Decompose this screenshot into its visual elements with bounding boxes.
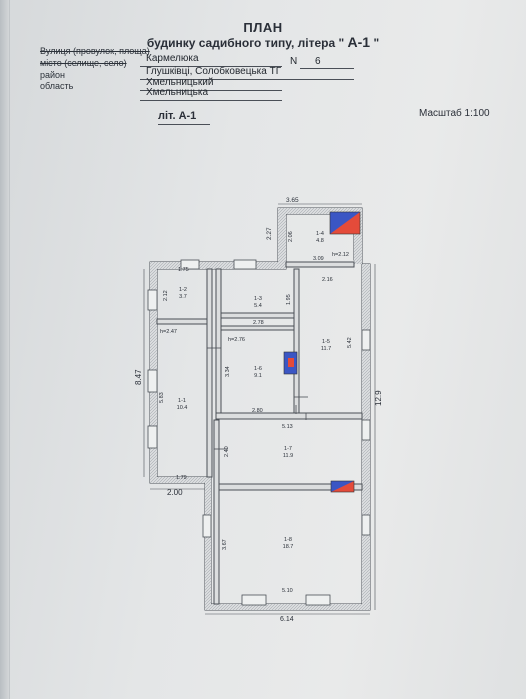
litera-label: літ. А-1 (158, 110, 197, 122)
number-value: 6 (315, 56, 321, 67)
interior-walls (156, 261, 363, 605)
room-1-8-id: 1-8 (284, 537, 292, 543)
heating-units (283, 211, 361, 493)
number-label: N (290, 56, 298, 67)
room-1-3-id: 1-3 (254, 296, 262, 302)
dim-5-83: 5.83 (159, 392, 165, 403)
dim-12-9: 12.9 (374, 390, 383, 406)
street-value: Кармелюка (146, 53, 199, 64)
room-1-6-area: 9.1 (254, 373, 262, 379)
city-value: Глушківці, Солобковецька ТГ (146, 66, 282, 77)
room-1-2-area: 3.7 (179, 294, 187, 300)
dim-3-09: 3.09 (313, 256, 324, 262)
binding-edge (0, 0, 10, 699)
dim-2-27: 2.27 (266, 227, 273, 240)
dimension-lines (143, 203, 376, 615)
dim-h-2-12: h=2.12 (332, 252, 349, 258)
dim-8-47: 8.47 (134, 369, 143, 385)
dim-3-67: 3.67 (222, 539, 228, 550)
dim-2-78: 2.78 (253, 320, 264, 326)
room-1-4-area: 4.8 (316, 238, 324, 244)
region-underline (140, 100, 282, 101)
district-underline (140, 90, 282, 91)
dim-3-65: 3.65 (286, 197, 299, 204)
dim-1-79: 1.79 (176, 475, 187, 481)
dim-6-14: 6.14 (280, 616, 294, 623)
dim-2-80: 2.80 (252, 408, 263, 414)
stove-room-1-6 (283, 351, 298, 375)
room-1-5-area: 11.7 (321, 346, 331, 352)
room-1-8-area: 18.7 (283, 544, 294, 550)
dim-3-34: 3.34 (225, 366, 231, 377)
subtitle-suffix: " (373, 36, 380, 50)
dim-h-2-47: h=2.47 (160, 329, 177, 335)
region-label: область (40, 81, 74, 91)
room-1-5-id: 1-5 (322, 339, 330, 345)
room-1-1-id: 1-1 (178, 398, 186, 404)
document-title: ПЛАН (243, 20, 283, 35)
room-1-7-area: 11.9 (283, 453, 293, 459)
city-underline (140, 79, 354, 80)
district-label: район (40, 70, 66, 80)
subtitle-letter: А-1 (347, 34, 371, 50)
dim-h-2-76: h=2.76 (228, 337, 245, 343)
dim-5-13: 5.13 (282, 424, 293, 430)
room-1-3-area: 5.4 (254, 303, 262, 309)
number-underline (300, 68, 354, 69)
room-1-6-id: 1-6 (254, 366, 262, 372)
dim-1-75: 1.75 (178, 267, 189, 273)
region-value: Хмельницька (146, 87, 209, 98)
doors (207, 347, 308, 450)
litera-underline (158, 124, 210, 125)
dim-1-95: 1.95 (286, 294, 292, 305)
dim-2-40: 2.40 (224, 446, 230, 457)
dim-5-10: 5.10 (282, 588, 293, 594)
stove-room-1-4 (329, 211, 361, 235)
room-1-4-id: 1-4 (316, 231, 324, 237)
dim-2-16: 2.16 (322, 277, 333, 283)
room-1-7-id: 1-7 (284, 446, 292, 452)
dim-2-06: 2.06 (288, 231, 294, 242)
scale-label: Масштаб 1:100 (419, 108, 490, 119)
stove-room-1-7 (330, 480, 355, 493)
windows (147, 259, 371, 606)
dim-5-42: 5.42 (347, 337, 353, 348)
room-1-1-area: 10.4 (177, 405, 188, 411)
dim-2-12: 2.12 (163, 290, 169, 301)
subtitle-prefix: будинку садибного типу, літера " (146, 36, 345, 50)
dimension-labels: 3.65 2.27 2.06 3.09 h=2.12 1.75 2.12 2.1… (134, 197, 383, 623)
room-labels: 1-1 10.4 1-2 3.7 1-3 5.4 1-4 4.8 1-5 11.… (177, 231, 332, 550)
street-underline (140, 66, 282, 67)
room-1-2-id: 1-2 (179, 287, 187, 293)
street-label: Вулиця (провулок, площа) (40, 46, 150, 56)
city-label: місто (селище, село) (40, 58, 127, 68)
dim-2-00: 2.00 (167, 488, 183, 497)
district-value: Хмельницький (146, 77, 214, 88)
document-subtitle: будинку садибного типу, літера " А-1 " (0, 34, 526, 50)
